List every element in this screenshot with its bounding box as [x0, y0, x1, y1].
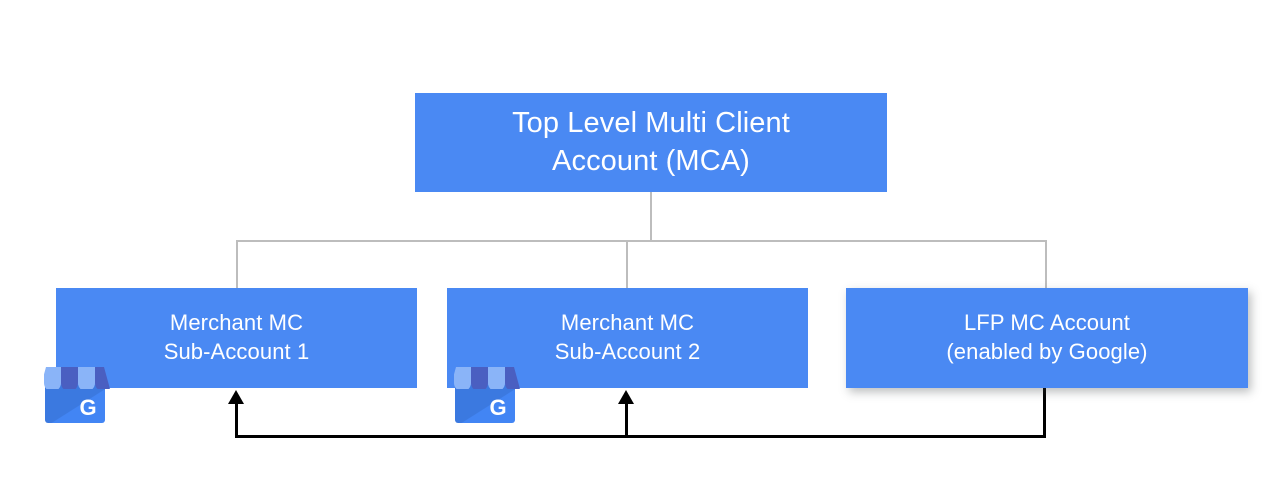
node-merchant-sub-account-1-line1: Merchant MC [169, 310, 304, 336]
feedback-line-up-sub2 [625, 400, 628, 436]
node-lfp-mc-account-line1: LFP MC Account [963, 310, 1131, 336]
connector-horizontal-bus [236, 240, 1047, 242]
node-merchant-sub-account-2-line2: Sub-Account 2 [554, 339, 701, 364]
gmb-letter-g: G [79, 395, 96, 420]
feedback-line-lfp-down [1043, 388, 1046, 438]
node-top-level-mca-line2: Account (MCA) [552, 144, 750, 177]
google-my-business-icon: G [450, 367, 520, 425]
node-merchant-sub-account-1[interactable]: Merchant MC Sub-Account 1 [56, 288, 417, 388]
feedback-line-up-sub1 [235, 400, 238, 436]
connector-branch-lfp [1045, 240, 1047, 288]
feedback-arrowhead-sub2 [618, 390, 634, 404]
connector-branch-sub2 [626, 240, 628, 288]
node-lfp-mc-account[interactable]: LFP MC Account (enabled by Google) [846, 288, 1248, 388]
node-lfp-mc-account-line2: (enabled by Google) [946, 339, 1148, 364]
connector-top-vertical [650, 192, 652, 242]
node-merchant-sub-account-1-line2: Sub-Account 1 [163, 339, 310, 364]
feedback-line-horizontal [235, 435, 1046, 438]
node-top-level-mca-line1: Top Level Multi Client [512, 106, 790, 139]
node-top-level-mca[interactable]: Top Level Multi Client Account (MCA) [415, 93, 887, 192]
feedback-arrowhead-sub1 [228, 390, 244, 404]
connector-branch-sub1 [236, 240, 238, 288]
google-my-business-icon: G [40, 367, 110, 425]
node-merchant-sub-account-2-line1: Merchant MC [560, 310, 695, 336]
gmb-letter-g: G [489, 395, 506, 420]
